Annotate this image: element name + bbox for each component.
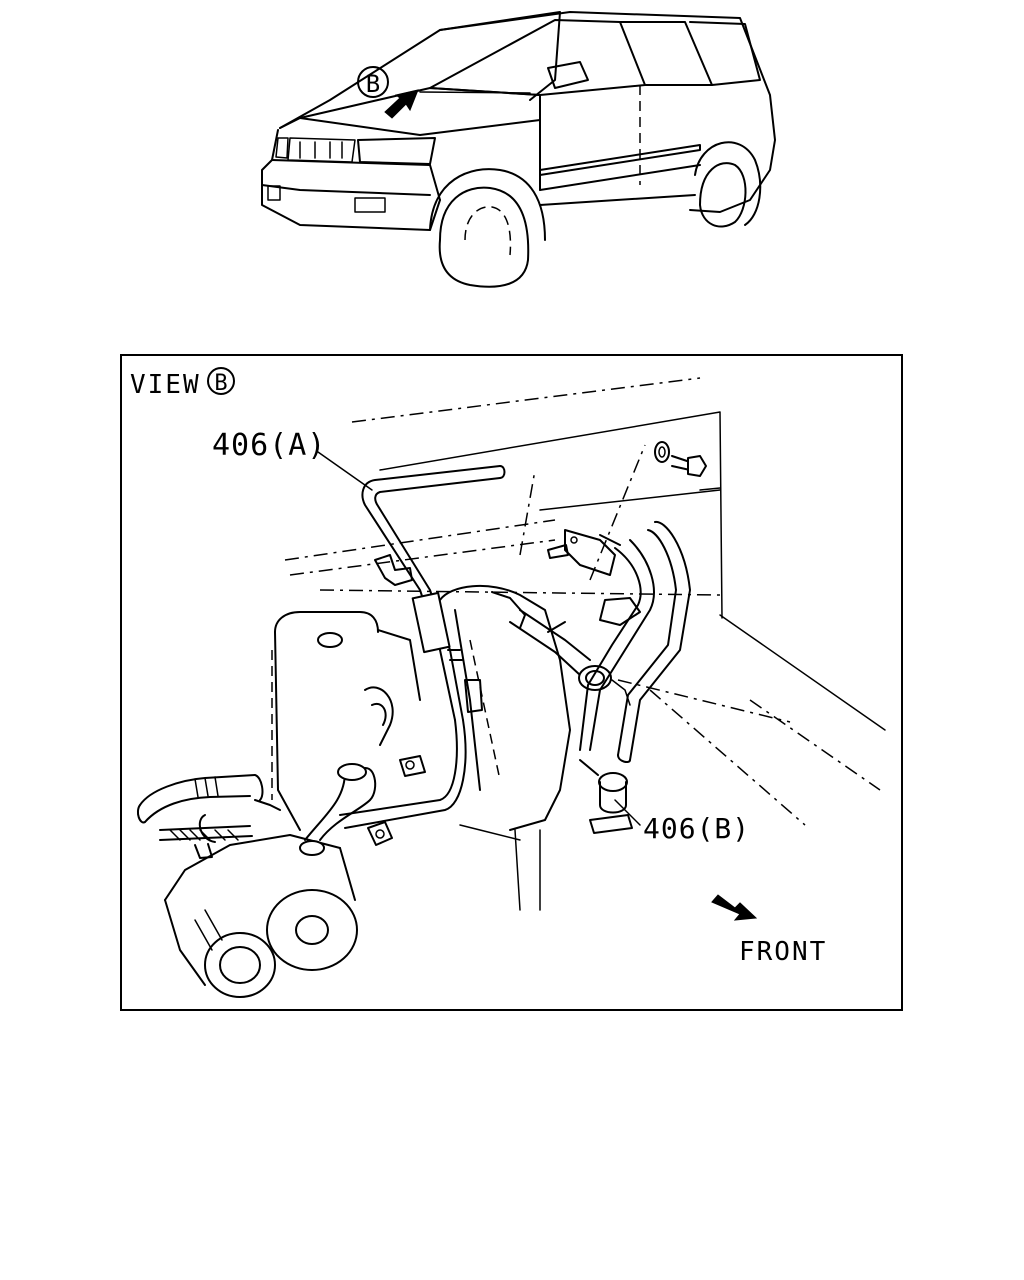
check-valve (579, 759, 633, 834)
label-406b: 406(B) (643, 812, 750, 845)
center-housing (439, 584, 571, 911)
hose-clip (374, 554, 483, 777)
label-406a: 406(A) (212, 428, 326, 463)
view-b-callout: B (357, 66, 389, 98)
view-title-prefix: VIEW (130, 370, 201, 400)
front-label: FRONT (739, 937, 827, 967)
hose-406a (339, 465, 506, 829)
solenoid-valve (509, 609, 612, 691)
front-arrow-icon (711, 894, 758, 921)
ac-hoses (136, 686, 394, 859)
bracket-bolt (367, 821, 393, 846)
engine-bay-panel (284, 377, 886, 826)
callout-letter-b: B (366, 70, 380, 98)
leader-406a (317, 451, 373, 491)
front-direction-indicator: FRONT (711, 894, 827, 967)
hose-406b (579, 520, 691, 764)
view-title: VIEW B (130, 367, 235, 400)
view-b-frame (120, 354, 903, 1011)
alternator (164, 834, 358, 998)
leader-406b (614, 799, 641, 826)
view-title-letter: B (214, 371, 227, 396)
bolt-washer (654, 441, 707, 477)
reservoir-tank (271, 611, 421, 831)
vehicle-illustration (261, 11, 776, 288)
vsv-valve (519, 444, 646, 581)
